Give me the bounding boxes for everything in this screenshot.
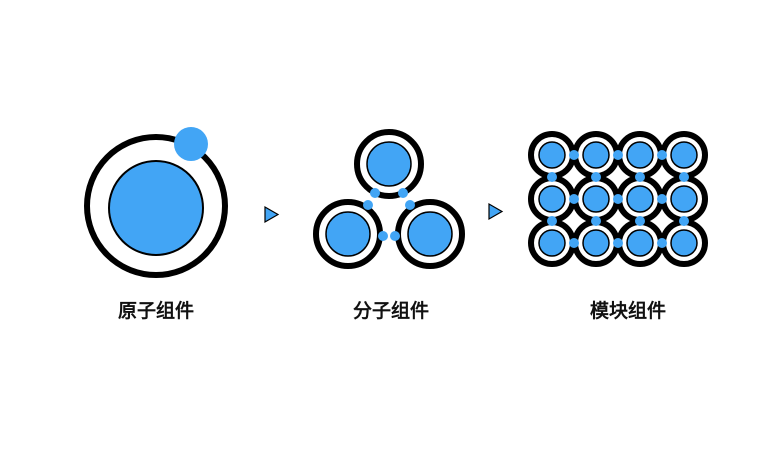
atom-component-illustration (84, 127, 228, 278)
module-bond-dot (657, 194, 667, 204)
module-atom-core (538, 141, 566, 169)
module-bond-dot (657, 238, 667, 248)
module-atom-core (670, 141, 698, 169)
module-bond-dot (569, 194, 579, 204)
module-atom-core (582, 185, 610, 213)
module-bond-dot (569, 238, 579, 248)
module-bond-dot (657, 150, 667, 160)
triangle-right-icon (488, 202, 504, 221)
module-bond-dot (679, 172, 689, 182)
module-bond-dot (635, 172, 645, 182)
module-atom-core (582, 229, 610, 257)
module-bond-dot (547, 172, 557, 182)
molecule-component-label: 分子组件 (352, 300, 429, 322)
atom-nucleus (108, 160, 204, 256)
molecule-bond-dot (370, 188, 380, 198)
module-bond-dot (591, 172, 601, 182)
module-bond-dot (635, 216, 645, 226)
module-bond-dot (613, 194, 623, 204)
molecule-bond-dot (390, 231, 400, 241)
molecule-component-illustration (313, 129, 465, 269)
module-bond-dot (613, 238, 623, 248)
module-bond-dot (547, 216, 557, 226)
molecule-bond-dot (405, 200, 415, 210)
atom-component-label: 原子组件 (117, 300, 194, 322)
module-atom-core (670, 185, 698, 213)
module-bond-dot (613, 150, 623, 160)
module-bond-dot (679, 216, 689, 226)
module-bond-dot (569, 150, 579, 160)
module-atom-core (626, 141, 654, 169)
module-atom-core (626, 185, 654, 213)
atom-electron (174, 127, 208, 161)
molecule-bond-dot (363, 200, 373, 210)
module-component-illustration (528, 131, 708, 267)
molecule-atom-left-core (325, 211, 371, 257)
module-atom-core (670, 229, 698, 257)
molecule-atom-top-core (366, 141, 412, 187)
module-atom-core (626, 229, 654, 257)
module-atom-core (582, 141, 610, 169)
molecule-bond-dot (378, 231, 388, 241)
molecule-bond-dot (398, 188, 408, 198)
triangle-right-icon (264, 205, 280, 224)
module-component-label: 模块组件 (589, 300, 666, 322)
module-atom-core (538, 229, 566, 257)
module-bond-dot (591, 216, 601, 226)
module-atom-core (538, 185, 566, 213)
molecule-atom-right-core (407, 211, 453, 257)
